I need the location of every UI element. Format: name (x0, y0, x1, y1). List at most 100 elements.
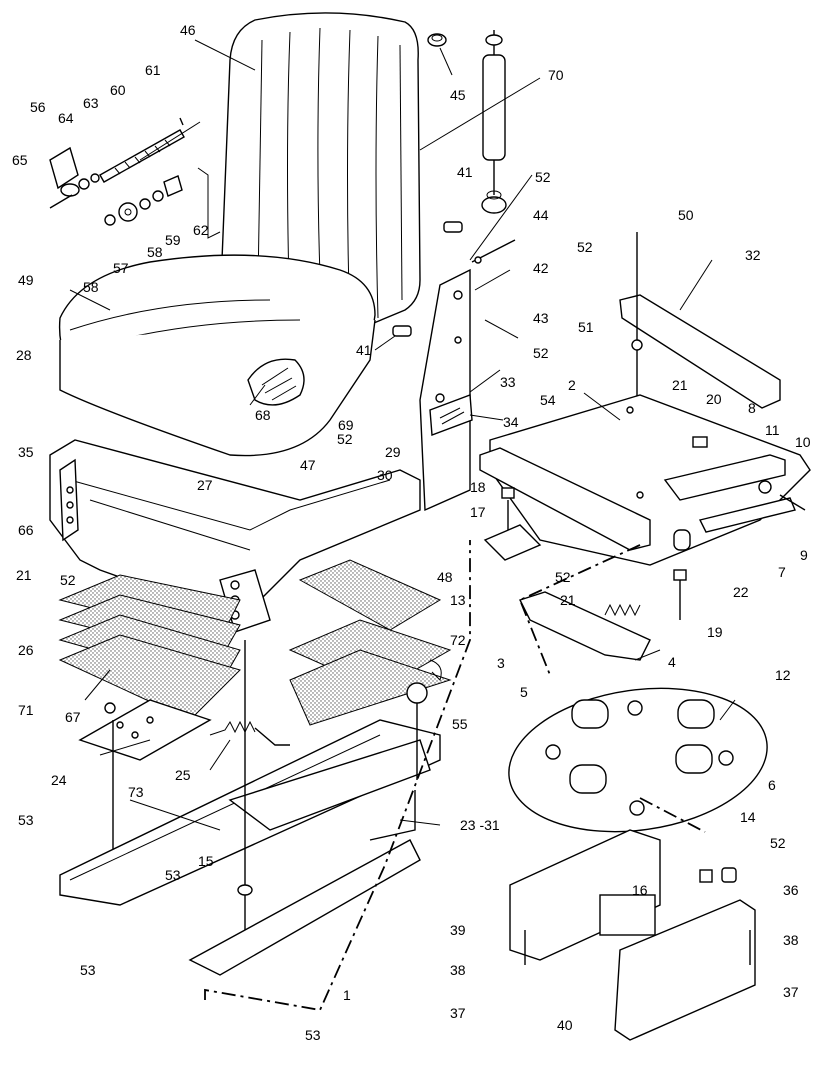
callout-40: 40 (557, 1017, 573, 1033)
callout-30: 30 (377, 467, 393, 483)
callout-17: 17 (470, 504, 486, 520)
callout-24: 24 (51, 772, 67, 788)
callout-64: 64 (58, 110, 74, 126)
callout-57: 57 (113, 260, 129, 276)
callout-3: 3 (497, 655, 505, 671)
adjust-lever-assembly (49, 117, 221, 239)
callout-23-31: 23 -31 (460, 817, 500, 833)
callout-35: 35 (18, 444, 34, 460)
callout-52-left: 52 (60, 572, 76, 588)
callout-63: 63 (83, 95, 99, 111)
callout-6: 6 (768, 777, 776, 793)
callout-56: 56 (30, 99, 46, 115)
callout-16: 16 (632, 882, 648, 898)
callout-38-left: 38 (450, 962, 466, 978)
callout-69: 69 (338, 417, 354, 433)
callout-52-lever: 52 (535, 169, 551, 185)
bracket-part-39 (509, 829, 661, 961)
callout-52-frame: 52 (337, 431, 353, 447)
callout-37-left: 37 (450, 1005, 466, 1021)
callout-32: 32 (745, 247, 761, 263)
block-part-39 (599, 894, 656, 936)
callout-20: 20 (706, 391, 722, 407)
callout-52-plate: 52 (533, 345, 549, 361)
callout-10: 10 (795, 434, 811, 450)
callout-27: 27 (197, 477, 213, 493)
callout-53-bottom-left: 53 (80, 962, 96, 978)
callout-49: 49 (18, 272, 34, 288)
callout-43: 43 (533, 310, 549, 326)
block-part-8 (692, 436, 708, 448)
callout-66: 66 (18, 522, 34, 538)
callout-12: 12 (775, 667, 791, 683)
callout-4: 4 (668, 654, 676, 670)
callout-73: 73 (128, 784, 144, 800)
alignment-line-plate (639, 797, 706, 833)
pin-part-41-upper (443, 221, 463, 233)
callout-18: 18 (470, 479, 486, 495)
callout-51: 51 (578, 319, 594, 335)
callout-58-left: 58 (83, 279, 99, 295)
slide-rails (59, 640, 441, 976)
callout-36: 36 (783, 882, 799, 898)
nut-part-16 (699, 869, 713, 883)
callout-13: 13 (450, 592, 466, 608)
callout-55: 55 (452, 716, 468, 732)
callout-7: 7 (778, 564, 786, 580)
slide-part-7 (698, 497, 796, 533)
callout-9: 9 (800, 547, 808, 563)
callout-48: 48 (437, 569, 453, 585)
bellows-cover (58, 559, 452, 726)
callout-52-rail: 52 (577, 239, 593, 255)
callout-34: 34 (503, 414, 519, 430)
shock-absorber (481, 30, 507, 214)
mounting-plate-24 (78, 699, 212, 860)
spacer-part-22 (673, 529, 691, 551)
callout-41-upper: 41 (457, 164, 473, 180)
rail-part-54 (479, 447, 651, 551)
knob-part-45 (427, 33, 447, 47)
callout-21-plate: 21 (672, 377, 688, 393)
callout-26: 26 (18, 642, 34, 658)
side-plate (419, 268, 473, 512)
callout-53-top-left: 53 (18, 812, 34, 828)
callout-29: 29 (385, 444, 401, 460)
callout-53-mid: 53 (165, 867, 181, 883)
callout-21-frame: 21 (16, 567, 32, 583)
callout-71: 71 (18, 702, 34, 718)
callout-15: 15 (198, 853, 214, 869)
bushing-part-10 (758, 480, 772, 494)
callout-38-right: 38 (783, 932, 799, 948)
callout-62: 62 (193, 222, 209, 238)
swivel-plate (508, 687, 768, 833)
pin-part-41-lower (392, 325, 412, 337)
callout-41-lower: 41 (356, 342, 372, 358)
callout-67: 67 (65, 709, 81, 725)
height-lever (369, 682, 428, 841)
callout-52-swivel: 52 (770, 835, 786, 851)
leader-lines (69, 39, 736, 831)
bracket-part-40 (614, 899, 756, 1041)
bracket-part-3 (519, 591, 651, 661)
wire-part-72 (429, 659, 442, 681)
callout-46: 46 (180, 22, 196, 38)
callout-37-right: 37 (783, 984, 799, 1000)
callout-58-right: 58 (147, 244, 163, 260)
spacer-part-36 (721, 867, 737, 883)
callout-39: 39 (450, 922, 466, 938)
callout-68: 68 (255, 407, 271, 423)
callout-33: 33 (500, 374, 516, 390)
callout-45: 45 (450, 87, 466, 103)
callout-28: 28 (16, 347, 32, 363)
washer-part-52 (474, 256, 482, 264)
callout-8: 8 (748, 400, 756, 416)
callout-50: 50 (678, 207, 694, 223)
bracket-part-13 (483, 524, 542, 561)
callout-70: 70 (548, 67, 564, 83)
rail-part-32 (619, 294, 781, 409)
bracket-part-11 (663, 454, 786, 501)
callout-11: 11 (765, 422, 780, 438)
callout-60: 60 (110, 82, 126, 98)
callout-14: 14 (740, 809, 756, 825)
